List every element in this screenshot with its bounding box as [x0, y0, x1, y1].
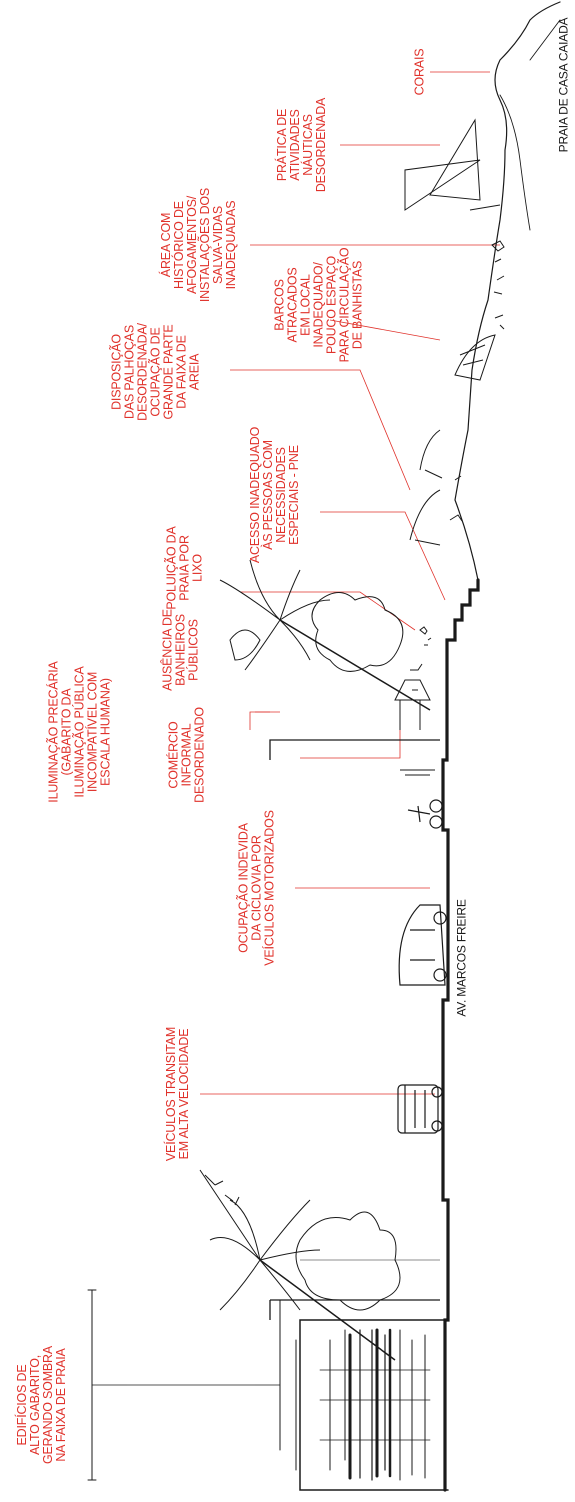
- vehicles: [397, 799, 447, 1134]
- label-praia: PRAIA DE CASA CAIADA: [556, 17, 571, 153]
- ground-line: [441, 1, 561, 1492]
- label-corais: CORAIS: [412, 48, 427, 96]
- beach-elements: [394, 118, 505, 776]
- label-avenida: AV. MARCOS FREIRE: [454, 899, 469, 1017]
- buildings: [87, 1289, 449, 1491]
- palm-trees: [199, 559, 440, 1361]
